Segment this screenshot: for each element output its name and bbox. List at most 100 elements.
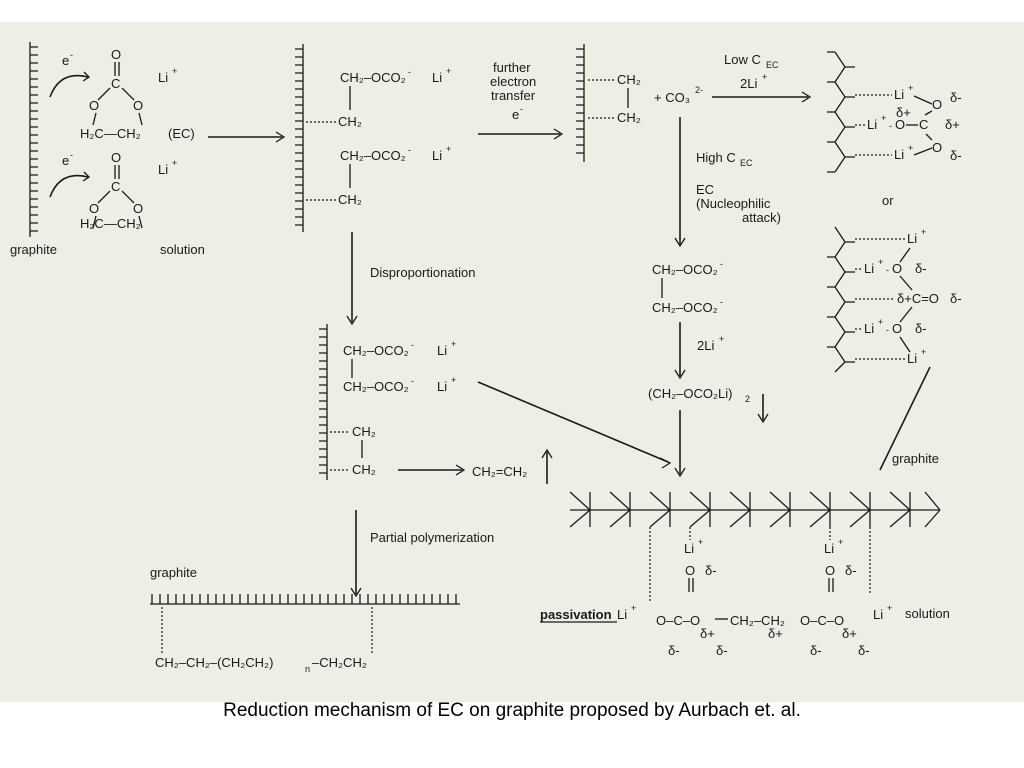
svg-text:δ+: δ+ [700,626,715,641]
svg-text:-: - [720,297,723,307]
transfer-label: transfer [491,88,536,103]
svg-text:Li: Li [684,541,694,556]
svg-text:O: O [133,98,143,113]
svg-text:+: + [451,339,456,349]
svg-text:+: + [446,66,451,76]
svg-text:CH₂–CH₂: CH₂–CH₂ [730,613,785,628]
li-ion-1: Li [158,70,168,85]
further-label: further [493,60,531,75]
svg-text:δ-: δ- [950,148,962,163]
svg-text:O: O [111,150,121,165]
svg-text:O–C–O: O–C–O [800,613,844,628]
svg-text:+: + [908,83,913,93]
svg-text:e: e [512,107,519,122]
electron-label-2: e [62,153,69,168]
svg-text:+: + [921,347,926,357]
svg-text:+: + [719,334,724,344]
svg-text:-: - [411,340,414,350]
svg-text:+: + [921,227,926,237]
svg-text:Li: Li [617,607,627,622]
svg-text:Li: Li [907,231,917,246]
panel-polymer: graphite CH₂–CH₂–(CH₂CH₂) n –CH₂CH₂ [150,565,460,674]
svg-text:+: + [631,603,636,613]
svg-text:δ+: δ+ [768,626,783,641]
svg-text:CH₂: CH₂ [338,192,362,207]
svg-text:-: - [886,325,889,335]
svg-text:O: O [892,261,902,276]
svg-text:-: - [408,145,411,155]
svg-text:CH₂–OCO₂: CH₂–OCO₂ [652,262,718,277]
svg-text:Li: Li [437,343,447,358]
electron-label: electron [490,74,536,89]
svg-text:O: O [89,201,99,216]
figure-caption: Reduction mechanism of EC on graphite pr… [223,700,801,721]
svg-text:δ-: δ- [845,563,857,578]
electron-arrow-2 [49,174,89,198]
panel-dicarbonate: CH₂–OCO₂ - CH₂–OCO₂ - 2Li + (CH₂–OCO₂Li)… [648,259,769,478]
svg-text:Li: Li [894,147,904,162]
svg-text:O: O [895,117,905,132]
svg-text:CH₂–OCO₂: CH₂–OCO₂ [340,70,406,85]
li-ion-2: Li [158,162,168,177]
high-concentration-label: High C [696,150,736,165]
graphite-label-g: graphite [150,565,197,580]
svg-text:+: + [172,66,177,76]
svg-text:O: O [932,140,942,155]
panel-li2co3-adsorbed: Li + O δ- δ+ Li + - O C δ+ O δ- Li + or … [827,51,962,373]
svg-text:+: + [446,144,451,154]
arrow-to-passivation-left [477,381,669,463]
svg-text:CH₂: CH₂ [352,424,376,439]
polyethylene-chain: CH₂–CH₂–(CH₂CH₂) [155,655,273,670]
lithium-ethylene-dicarbonate: (CH₂–OCO₂Li) [648,386,733,401]
svg-text:Li: Li [864,261,874,276]
svg-text:2-: 2- [695,85,703,95]
svg-text:Li: Li [907,351,917,366]
svg-text:-: - [408,67,411,77]
low-concentration-label: Low C [724,52,761,67]
svg-text:δ-: δ- [668,643,680,658]
electron-label-1: e [62,53,69,68]
svg-text:+: + [887,603,892,613]
svg-text:n: n [305,664,310,674]
svg-text:Li: Li [867,117,877,132]
svg-text:O: O [932,97,942,112]
panel-ethylene-carbonate: CH₂ CH₂ + CO₃ 2- [576,44,703,162]
svg-text:δ-: δ- [915,261,927,276]
svg-text:O: O [89,98,99,113]
svg-text:δ-: δ- [705,563,717,578]
svg-text:CH₂–OCO₂: CH₂–OCO₂ [340,148,406,163]
ec-label: (EC) [168,126,195,141]
disproportionation-label: Disproportionation [370,265,476,280]
svg-text:CH₂–OCO₂: CH₂–OCO₂ [652,300,718,315]
svg-text:+: + [838,537,843,547]
svg-text:C: C [111,179,120,194]
graphite-label-a: graphite [10,242,57,257]
svg-text:δ-: δ- [716,643,728,658]
solution-label-h: solution [905,606,950,621]
svg-text:+: + [451,375,456,385]
svg-text:-: - [720,259,723,269]
ec1-c: C [111,76,120,91]
svg-text:2Li: 2Li [697,338,714,353]
svg-text:δ-: δ- [950,291,962,306]
svg-text:Li: Li [437,379,447,394]
svg-text:δ+: δ+ [945,117,960,132]
svg-text:Li: Li [864,321,874,336]
ethylene-gas: CH₂=CH₂ [472,464,527,479]
partial-polymerization-label: Partial polymerization [370,530,494,545]
svg-text:δ-: δ- [858,643,870,658]
ec2-ethylene-bridge: H₂C—CH₂ [80,216,141,231]
graphite-teeth-a [30,46,38,232]
svg-text:+: + [881,113,886,123]
svg-text:O: O [133,201,143,216]
or-label: or [882,193,894,208]
svg-text:–CH₂CH₂: –CH₂CH₂ [312,655,367,670]
svg-text:CH₂–OCO₂: CH₂–OCO₂ [343,379,409,394]
svg-text:-: - [889,121,892,131]
ec1-ethylene-bridge: H₂C—CH₂ [80,126,141,141]
svg-text:Li: Li [873,607,883,622]
svg-text:CH₂: CH₂ [617,72,641,87]
svg-text:Li: Li [432,148,442,163]
electron-arrow-1 [49,74,89,98]
svg-text:-: - [886,265,889,275]
